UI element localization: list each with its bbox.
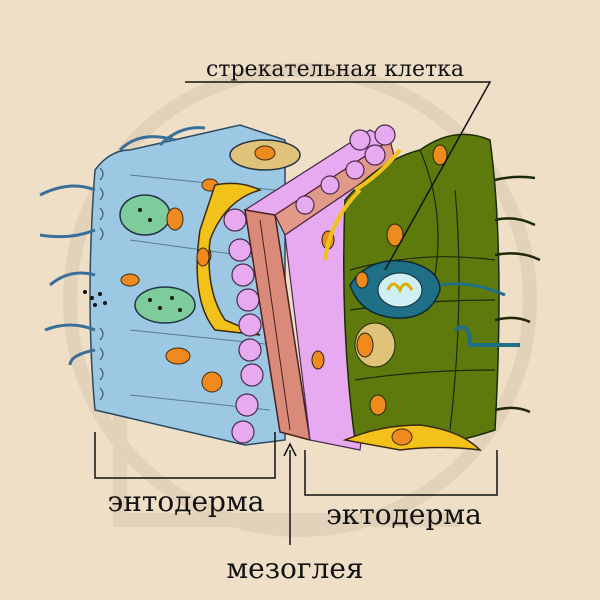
endoderm-bracket: [94, 432, 276, 479]
ectoderm-bracket: [304, 450, 498, 496]
cnidocyte-cell: [349, 259, 520, 348]
pointer-lines: [94, 81, 498, 545]
nerve-cell: [196, 182, 263, 336]
cnidocyte-pointer: [185, 81, 492, 271]
endoderm-layer: [39, 124, 301, 446]
label-cnidocyte: стрекательная клетка: [206, 57, 464, 82]
label-ectoderm: эктодерма: [326, 498, 482, 531]
label-mesoglea: мезоглея: [226, 552, 363, 585]
nerve-cell: [342, 424, 483, 452]
endoderm-muscle-fibers: [223, 208, 264, 444]
digestive-vacuole: [119, 194, 171, 236]
digestive-vacuole: [134, 286, 196, 324]
label-endoderm: энтодерма: [108, 485, 265, 518]
